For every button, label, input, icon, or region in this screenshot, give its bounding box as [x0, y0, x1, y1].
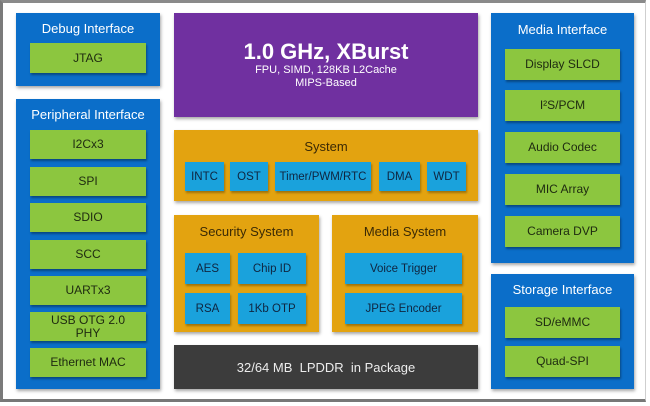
system-block: System INTC OST Timer/PWM/RTC DMA WDT [174, 130, 478, 201]
memory-block: 32/64 MB LPDDR in Package [174, 345, 478, 389]
cpu-architecture: MIPS-Based [295, 77, 357, 89]
cpu-features: FPU, SIMD, 128KB L2Cache [255, 64, 397, 76]
storage-interface-panel: Storage Interface SD/eMMC Quad-SPI [491, 274, 634, 389]
debug-interface-title: Debug Interface [41, 21, 135, 36]
peripheral-item-scc: SCC [30, 240, 146, 269]
media-system-block: Media System Voice Trigger JPEG Encoder [332, 215, 478, 332]
media-item-i2s-pcm: I²S/PCM [505, 90, 620, 121]
media-item-display-slcd: Display SLCD [505, 49, 620, 80]
storage-item-sd-emmc: SD/eMMC [505, 307, 620, 338]
storage-interface-title: Storage Interface [512, 282, 613, 297]
media-chip-voice-trigger: Voice Trigger [345, 253, 462, 284]
peripheral-interface-panel: Peripheral Interface I2Cx3 SPI SDIO SCC … [16, 99, 160, 389]
security-system-title: Security System [199, 224, 294, 239]
debug-interface-panel: Debug Interface JTAG [16, 13, 160, 86]
security-chip-rsa: RSA [185, 293, 230, 324]
security-chip-chip-id: Chip ID [238, 253, 306, 284]
media-system-title: Media System [363, 224, 447, 239]
system-chip-timer-pwm-rtc: Timer/PWM/RTC [275, 162, 371, 191]
system-chip-dma: DMA [379, 162, 420, 191]
media-item-audio-codec: Audio Codec [505, 132, 620, 163]
security-chip-aes: AES [185, 253, 230, 284]
peripheral-interface-title: Peripheral Interface [31, 107, 145, 122]
peripheral-item-i2c: I2Cx3 [30, 130, 146, 159]
security-system-block: Security System AES Chip ID RSA 1Kb OTP [174, 215, 319, 332]
media-chip-jpeg-encoder: JPEG Encoder [345, 293, 462, 324]
peripheral-item-spi: SPI [30, 167, 146, 196]
media-interface-title: Media Interface [517, 22, 608, 37]
system-chip-intc: INTC [185, 162, 224, 191]
debug-item-jtag: JTAG [30, 43, 146, 73]
system-chip-wdt: WDT [427, 162, 466, 191]
media-item-mic-array: MIC Array [505, 174, 620, 205]
media-item-camera-dvp: Camera DVP [505, 216, 620, 247]
storage-item-quad-spi: Quad-SPI [505, 346, 620, 377]
peripheral-item-uart: UARTx3 [30, 276, 146, 305]
cpu-block: 1.0 GHz, XBurst FPU, SIMD, 128KB L2Cache… [174, 13, 478, 117]
peripheral-item-sdio: SDIO [30, 203, 146, 232]
peripheral-item-ethernet-mac: Ethernet MAC [30, 348, 146, 377]
system-title: System [304, 139, 348, 154]
security-chip-otp: 1Kb OTP [238, 293, 306, 324]
cpu-title: 1.0 GHz, XBurst [243, 39, 409, 64]
system-chip-ost: OST [230, 162, 268, 191]
media-interface-panel: Media Interface Display SLCD I²S/PCM Aud… [491, 13, 634, 263]
peripheral-item-usb-otg: USB OTG 2.0 PHY [30, 312, 146, 341]
